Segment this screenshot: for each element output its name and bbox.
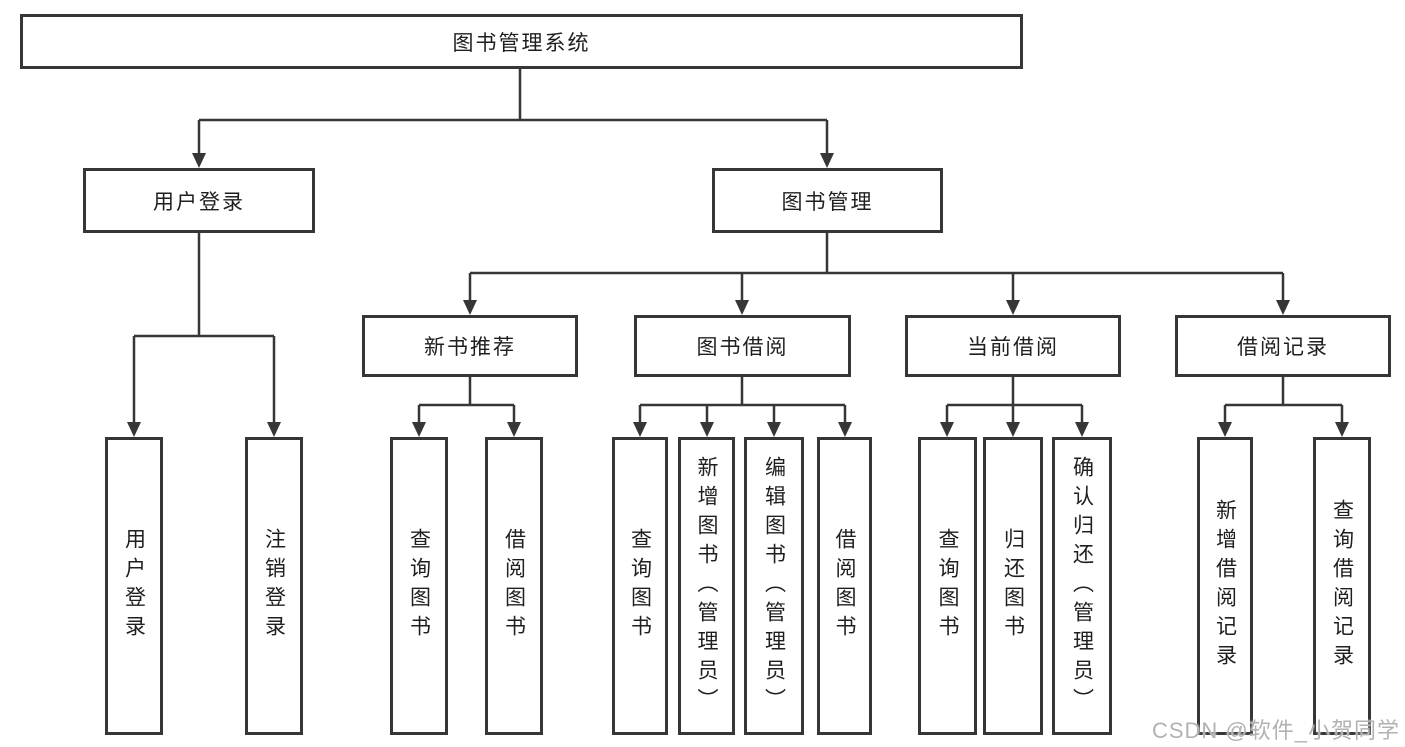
leaf-add-books-admin-label: 新增图书（管理员） (695, 455, 719, 717)
node-book-management-label: 图书管理 (781, 190, 874, 214)
leaf-query-books-recommend-label: 查询图书 (407, 528, 431, 644)
leaf-query-books-borrow-label: 查询图书 (628, 528, 652, 644)
node-root-label: 图书管理系统 (452, 31, 591, 55)
leaf-query-books-current: 查询图书 (918, 437, 977, 735)
leaf-logout-label: 注销登录 (262, 528, 286, 644)
node-current-borrowing-label: 当前借阅 (967, 336, 1059, 359)
leaf-query-books-current-label: 查询图书 (936, 528, 960, 644)
leaf-borrow-books-recommend-label: 借阅图书 (502, 528, 526, 644)
node-borrowing-records-label: 借阅记录 (1237, 336, 1329, 359)
node-user-login-label: 用户登录 (153, 190, 245, 214)
leaf-edit-books-admin: 编辑图书（管理员） (744, 437, 804, 735)
node-user-login: 用户登录 (83, 168, 315, 233)
node-book-borrowing-label: 图书借阅 (696, 336, 789, 359)
leaf-user-login-label: 用户登录 (122, 528, 146, 644)
leaf-query-borrow-record-label: 查询借阅记录 (1330, 499, 1354, 673)
leaf-edit-books-admin-label: 编辑图书（管理员） (762, 455, 786, 717)
node-current-borrowing: 当前借阅 (905, 315, 1121, 377)
node-root: 图书管理系统 (20, 14, 1023, 69)
leaf-return-books: 归还图书 (983, 437, 1043, 735)
node-new-book-recommend-label: 新书推荐 (424, 336, 516, 359)
node-book-borrowing: 图书借阅 (634, 315, 851, 377)
leaf-logout: 注销登录 (245, 437, 303, 735)
leaf-add-borrow-record-label: 新增借阅记录 (1213, 499, 1237, 673)
node-book-management: 图书管理 (712, 168, 943, 233)
leaf-confirm-return-admin: 确认归还（管理员） (1052, 437, 1112, 735)
node-borrowing-records: 借阅记录 (1175, 315, 1391, 377)
leaf-user-login: 用户登录 (105, 437, 163, 735)
leaf-query-books-borrow: 查询图书 (612, 437, 668, 735)
leaf-query-books-recommend: 查询图书 (390, 437, 448, 735)
leaf-borrow-books: 借阅图书 (817, 437, 872, 735)
leaf-confirm-return-admin-label: 确认归还（管理员） (1070, 455, 1094, 717)
leaf-query-borrow-record: 查询借阅记录 (1313, 437, 1371, 735)
leaf-borrow-books-recommend: 借阅图书 (485, 437, 543, 735)
leaf-borrow-books-label: 借阅图书 (833, 528, 857, 644)
node-new-book-recommend: 新书推荐 (362, 315, 578, 377)
leaf-add-books-admin: 新增图书（管理员） (678, 437, 735, 735)
leaf-return-books-label: 归还图书 (1001, 528, 1025, 644)
leaf-add-borrow-record: 新增借阅记录 (1197, 437, 1253, 735)
csdn-watermark: CSDN @软件_小贺同学 (1151, 718, 1400, 743)
